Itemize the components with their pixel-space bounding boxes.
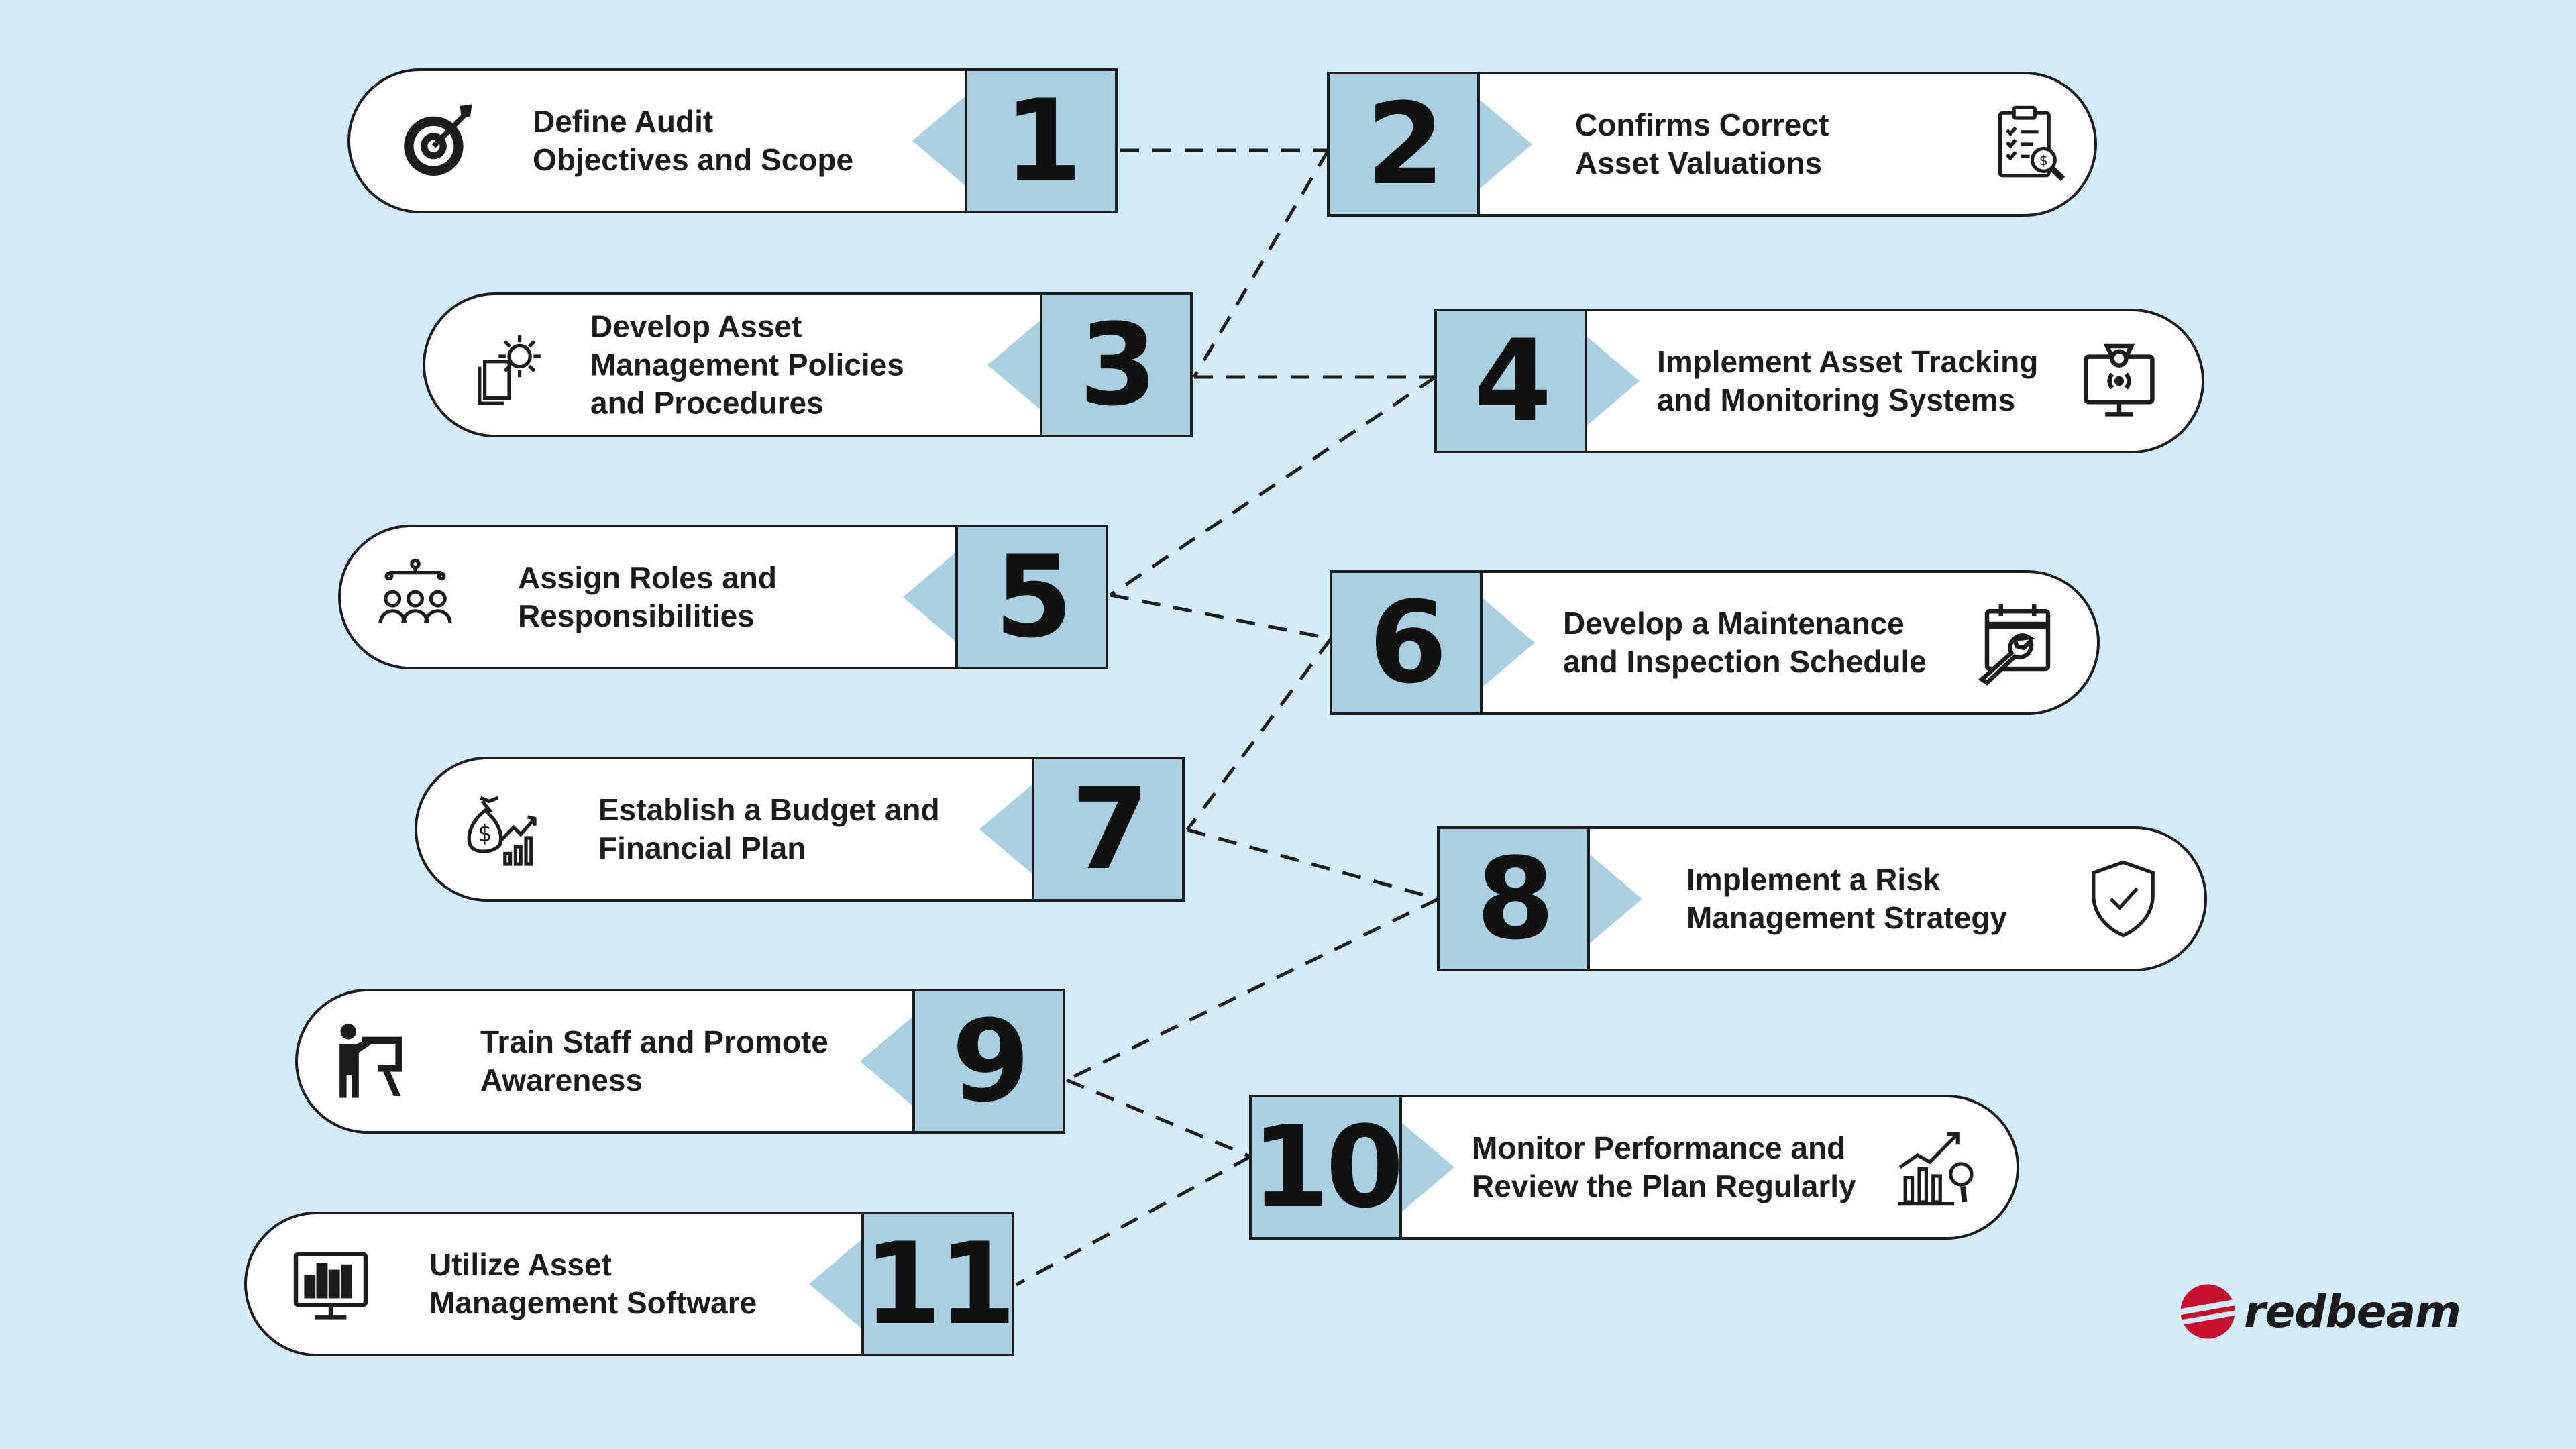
connector-9-10 [1066, 1078, 1251, 1159]
step-11: Utilize Asset Management Software 11 [244, 1212, 1016, 1356]
step-pointer [1402, 1123, 1454, 1212]
step-pointer [1483, 598, 1535, 687]
step-5: Assign Roles and Responsibilities 5 [338, 525, 1108, 669]
step-7: $ Establish a Budget and Financial Plan … [415, 757, 1185, 902]
connector-2-3 [1192, 149, 1330, 378]
step-number: 6 [1330, 570, 1483, 715]
redbeam-logo-mark-icon [2179, 1284, 2237, 1339]
step-pointer [1480, 100, 1532, 189]
step-label: Monitor Performance and Review the Plan … [1472, 1130, 1856, 1203]
growth-chart-magnifier-icon [1893, 1124, 1980, 1211]
step-1: Define Audit Objectives and Scope 1 [347, 68, 1118, 213]
connector-8-9 [1065, 897, 1440, 1082]
step-pointer [987, 321, 1040, 409]
redbeam-logo: redbeam [2177, 1278, 2461, 1345]
step-number: 9 [912, 989, 1065, 1134]
step-label: Implement a Risk Management Strategy [1686, 862, 2008, 935]
step-pointer [912, 97, 965, 185]
step-label: Develop Asset Management Policies and Pr… [590, 309, 904, 421]
step-number: 3 [1040, 292, 1193, 437]
brand-name: redbeam [2244, 1285, 2461, 1338]
gear-documents-icon [466, 321, 553, 409]
step-number: 8 [1437, 826, 1590, 971]
step-number: 4 [1434, 309, 1587, 453]
step-label: Train Staff and Promote Awareness [480, 1024, 828, 1097]
step-number: 11 [861, 1212, 1016, 1356]
step-pointer [860, 1017, 912, 1106]
step-label: Assign Roles and Responsibilities [518, 560, 777, 633]
connector-4-5 [1109, 375, 1437, 597]
step-10: 10 Monitor Performance and Review the Pl… [1249, 1095, 2019, 1240]
step-label: Utilize Asset Management Software [429, 1247, 757, 1320]
step-pointer [1587, 337, 1640, 425]
step-label: Define Audit Objectives and Scope [533, 104, 854, 177]
step-pointer [809, 1240, 861, 1328]
step-label: Establish a Budget and Financial Plan [598, 792, 940, 865]
step-number: 2 [1327, 72, 1480, 217]
step-number: 5 [955, 525, 1108, 669]
monitor-dashboard-icon [287, 1240, 374, 1328]
step-pointer [979, 785, 1032, 873]
step-6: 6 Develop a Maintenance and Inspection S… [1330, 570, 2100, 715]
trainer-board-icon [327, 1018, 415, 1105]
step-number: 7 [1032, 757, 1185, 902]
target-icon [392, 97, 479, 184]
team-hierarchy-icon [372, 553, 459, 641]
connector-7-8 [1187, 828, 1439, 901]
tracking-monitor-icon [2076, 337, 2163, 425]
step-label: Develop a Maintenance and Inspection Sch… [1563, 606, 1927, 679]
step-pointer [1590, 855, 1642, 943]
step-4: 4 Implement Asset Tracking and Monitorin… [1434, 309, 2204, 453]
step-label: Implement Asset Tracking and Monitoring … [1657, 344, 2039, 417]
step-9: Train Staff and Promote Awareness 9 [295, 989, 1065, 1134]
step-pointer [903, 553, 955, 641]
connector-10-11 [1015, 1155, 1252, 1287]
connector-5-6 [1110, 593, 1332, 641]
connector-6-7 [1186, 637, 1332, 831]
calendar-wrench-icon [1970, 599, 2057, 686]
step-8: 8 Implement a Risk Management Strategy [1437, 826, 2207, 971]
svg-text:$: $ [2039, 152, 2048, 168]
step-3: Develop Asset Management Policies and Pr… [423, 292, 1193, 437]
step-number: 10 [1249, 1095, 1404, 1240]
step-number: 1 [965, 68, 1118, 213]
clipboard-audit-icon: $ [1984, 101, 2072, 188]
step-2: 2 Confirms Correct Asset Valuations $ [1327, 72, 2097, 217]
svg-text:$: $ [478, 820, 492, 847]
step-label: Confirms Correct Asset Valuations [1575, 107, 1829, 180]
money-bag-chart-icon: $ [456, 786, 543, 873]
shield-check-icon [2080, 855, 2167, 943]
